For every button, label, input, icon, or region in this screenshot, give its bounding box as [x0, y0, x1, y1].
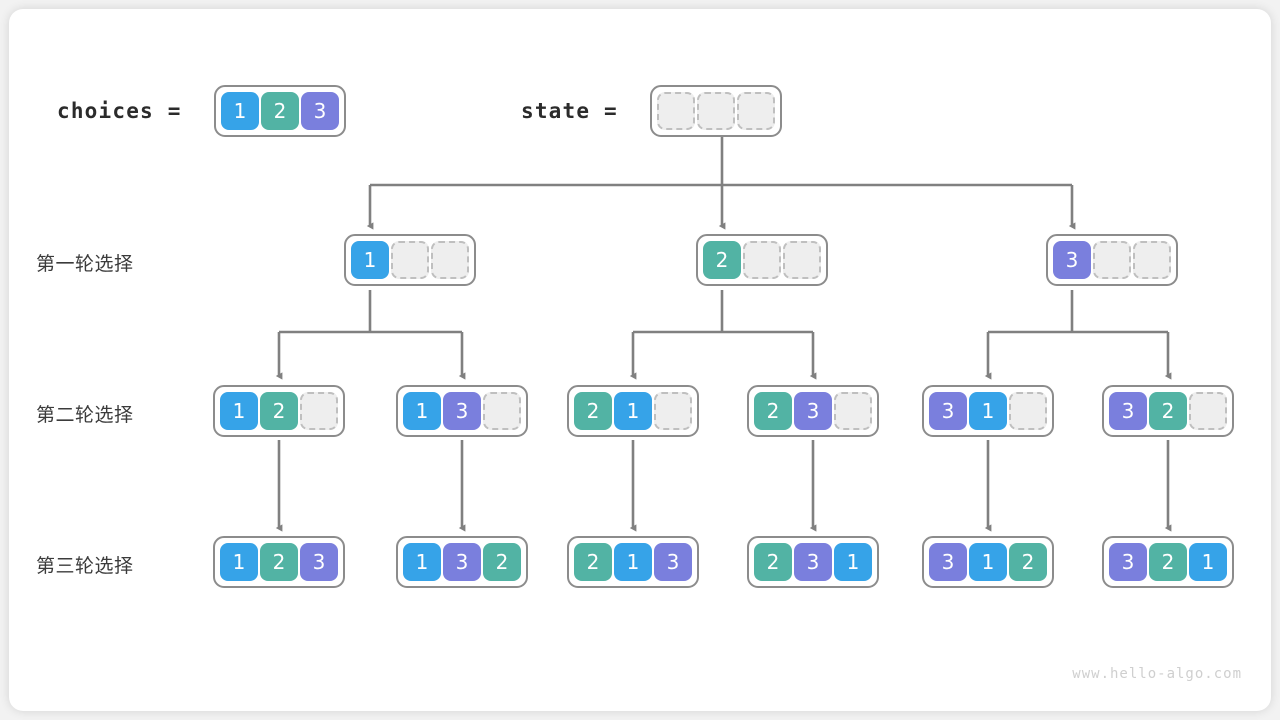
r2n3-cell-2 — [654, 392, 692, 430]
r2n1-cell-1: 2 — [260, 392, 298, 430]
r2n2-cell-1: 3 — [443, 392, 481, 430]
r3n4-cell-1: 3 — [794, 543, 832, 581]
tree-node-r1-n1: 1 — [344, 234, 476, 286]
r1n1-cell-2 — [431, 241, 469, 279]
r3n3-cell-0: 2 — [574, 543, 612, 581]
r1n1-cell-0: 1 — [351, 241, 389, 279]
r2n6-cell-2 — [1189, 392, 1227, 430]
r3n5-cell-0: 3 — [929, 543, 967, 581]
row-label-2: 第二轮选择 — [36, 404, 134, 426]
r2n4-cell-1: 3 — [794, 392, 832, 430]
r2n1-cell-0: 1 — [220, 392, 258, 430]
watermark: www.hello-algo.com — [1072, 666, 1242, 682]
r3n5-cell-2: 2 — [1009, 543, 1047, 581]
r1n3-cell-1 — [1093, 241, 1131, 279]
choices-cell-1: 2 — [261, 92, 299, 130]
row-label-1: 第一轮选择 — [36, 253, 134, 275]
r2n4-cell-0: 2 — [754, 392, 792, 430]
state-cell-0 — [657, 92, 695, 130]
tree-node-r1-n2: 2 — [696, 234, 828, 286]
r3n1-cell-0: 1 — [220, 543, 258, 581]
r1n2-cell-2 — [783, 241, 821, 279]
tree-node-r1-n3: 3 — [1046, 234, 1178, 286]
r3n4-cell-2: 1 — [834, 543, 872, 581]
r1n1-cell-1 — [391, 241, 429, 279]
state-cell-1 — [697, 92, 735, 130]
r1n2-cell-0: 2 — [703, 241, 741, 279]
r3n6-cell-1: 2 — [1149, 543, 1187, 581]
r2n6-cell-1: 2 — [1149, 392, 1187, 430]
r1n2-cell-1 — [743, 241, 781, 279]
r2n1-cell-2 — [300, 392, 338, 430]
r3n6-cell-0: 3 — [1109, 543, 1147, 581]
state-label: state = — [521, 99, 618, 123]
r1n3-cell-2 — [1133, 241, 1171, 279]
r2n2-cell-0: 1 — [403, 392, 441, 430]
r2n6-cell-0: 3 — [1109, 392, 1147, 430]
state-array — [650, 85, 782, 137]
r3n2-cell-2: 2 — [483, 543, 521, 581]
r2n2-cell-2 — [483, 392, 521, 430]
diagram-card — [9, 9, 1271, 711]
r3n2-cell-0: 1 — [403, 543, 441, 581]
r2n5-cell-2 — [1009, 392, 1047, 430]
r2n3-cell-1: 1 — [614, 392, 652, 430]
r3n3-cell-2: 3 — [654, 543, 692, 581]
choices-cell-0: 1 — [221, 92, 259, 130]
choices-label: choices = — [57, 99, 182, 123]
r2n5-cell-0: 3 — [929, 392, 967, 430]
r3n1-cell-2: 3 — [300, 543, 338, 581]
r3n4-cell-0: 2 — [754, 543, 792, 581]
row-label-3: 第三轮选择 — [36, 555, 134, 577]
r3n3-cell-1: 1 — [614, 543, 652, 581]
r1n3-cell-0: 3 — [1053, 241, 1091, 279]
r2n4-cell-2 — [834, 392, 872, 430]
r3n5-cell-1: 1 — [969, 543, 1007, 581]
choices-cell-2: 3 — [301, 92, 339, 130]
r2n3-cell-0: 2 — [574, 392, 612, 430]
state-cell-2 — [737, 92, 775, 130]
r3n6-cell-2: 1 — [1189, 543, 1227, 581]
r2n5-cell-1: 1 — [969, 392, 1007, 430]
r3n1-cell-1: 2 — [260, 543, 298, 581]
r3n2-cell-1: 3 — [443, 543, 481, 581]
